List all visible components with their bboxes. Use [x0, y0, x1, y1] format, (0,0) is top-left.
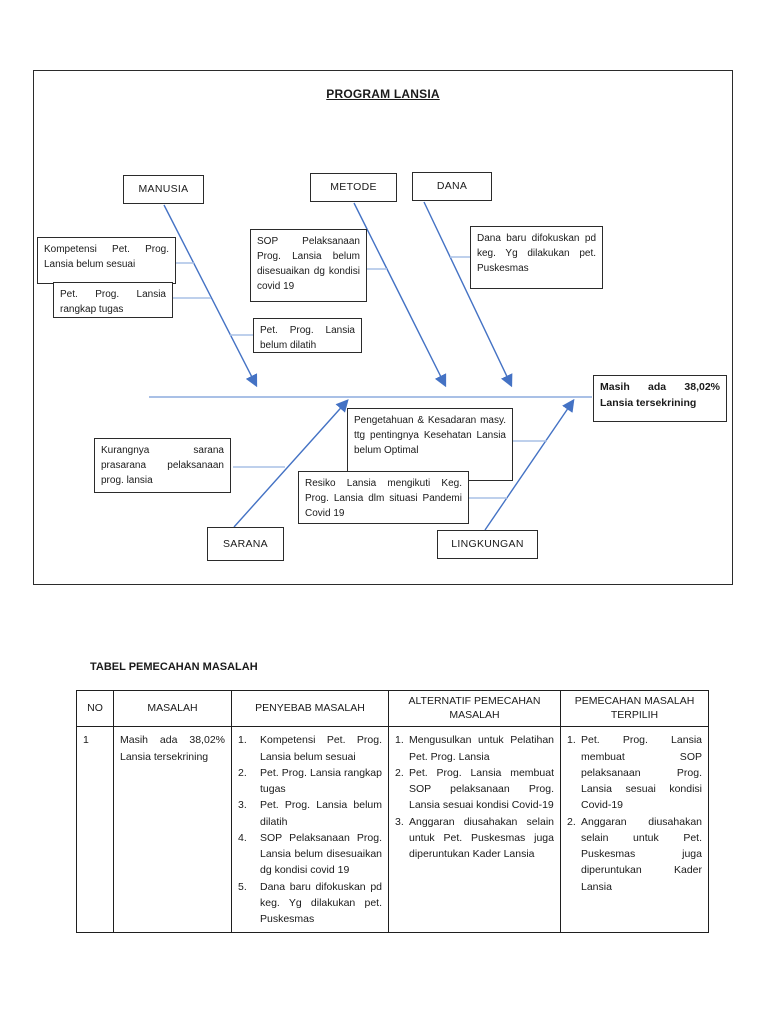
branch-dana: [423, 201, 513, 388]
list-item: 3. Anggaran diusahakan selain untuk Pet.…: [395, 815, 554, 861]
list-item: 5. Dana baru difokuskan pd keg. Yg dilak…: [238, 880, 382, 926]
category-box-sarana: SARANA: [207, 527, 284, 561]
category-box-manusia: MANUSIA: [123, 175, 204, 204]
cell-terpilih: 1. Pet. Prog. Lansia membuat SOP pelaksa…: [560, 726, 709, 934]
fishbone-lines: [149, 201, 592, 531]
cell-masalah: Masih ada 38,02% Lansia tersekrining: [113, 726, 232, 934]
cause-box-kurangnya-sarana: Kurangnya sarana prasarana pelaksanaan p…: [94, 438, 231, 493]
branch-lingkungan: [484, 398, 575, 531]
col-header-terpilih: PEMECAHAN MASALAH TERPILIH: [560, 689, 709, 728]
cause-box-belum-dilatih: Pet. Prog. Lansia belum dilatih: [253, 318, 362, 353]
table-heading: TABEL PEMECAHAN MASALAH: [90, 661, 258, 673]
branch-metode: [353, 202, 447, 388]
cause-box-resiko: Resiko Lansia mengikuti Keg. Prog. Lansi…: [298, 471, 469, 524]
cause-box-pengetahuan: Pengetahuan & Kesadaran masy. ttg pentin…: [347, 408, 513, 481]
problem-box: Masih ada 38,02% Lansia tersekrining: [593, 375, 727, 422]
col-header-no: NO: [76, 689, 114, 728]
list-item: 1. Kompetensi Pet. Prog. Lansia belum se…: [238, 734, 382, 763]
fishbone-diagram-frame: PROGRAM LANSIA MA: [33, 70, 733, 585]
list-item: 3. Pet. Prog. Lansia belum dilatih: [238, 799, 382, 828]
diagram-title: PROGRAM LANSIA: [326, 87, 440, 101]
list-item: 4. SOP Pelaksanaan Prog. Lansia belum di…: [238, 831, 382, 877]
cell-penyebab: 1. Kompetensi Pet. Prog. Lansia belum se…: [231, 726, 389, 934]
cause-box-rangkap-tugas: Pet. Prog. Lansia rangkap tugas: [53, 282, 173, 318]
list-item: 1. Pet. Prog. Lansia membuat SOP pelaksa…: [567, 734, 702, 812]
cell-no: 1: [76, 726, 114, 934]
category-box-dana: DANA: [412, 172, 492, 201]
list-item: 2. Anggaran diusahakan selain untuk Pet.…: [567, 815, 702, 893]
list-item: 2. Pet. Prog. Lansia membuat SOP pelaksa…: [395, 766, 554, 812]
col-header-masalah: MASALAH: [113, 689, 232, 728]
branch-sarana: [233, 399, 349, 528]
cause-box-dana-baru: Dana baru difokuskan pd keg. Yg dilakuka…: [470, 226, 603, 289]
col-header-alternatif: ALTERNATIF PEMECAHAN MASALAH: [388, 689, 561, 728]
table-header-row: NO MASALAH PENYEBAB MASALAH ALTERNATIF P…: [76, 689, 709, 728]
branch-manusia: [163, 204, 258, 388]
cell-alternatif: 1. Mengusulkan untuk Pelatihan Pet. Prog…: [388, 726, 561, 934]
table-row: 1 Masih ada 38,02% Lansia tersekrining 1…: [76, 726, 709, 934]
solution-table: NO MASALAH PENYEBAB MASALAH ALTERNATIF P…: [76, 689, 709, 934]
category-box-lingkungan: LINGKUNGAN: [437, 530, 538, 559]
cause-box-kompetensi: Kompetensi Pet. Prog. Lansia belum sesua…: [37, 237, 176, 284]
col-header-penyebab: PENYEBAB MASALAH: [231, 689, 389, 728]
list-item: 2. Pet. Prog. Lansia rangkap tugas: [238, 766, 382, 796]
list-item: 1. Mengusulkan untuk Pelatihan Pet. Prog…: [395, 734, 554, 763]
category-box-metode: METODE: [310, 173, 397, 202]
cause-box-sop: SOP Pelaksanaan Prog. Lansia belum dises…: [250, 229, 367, 302]
